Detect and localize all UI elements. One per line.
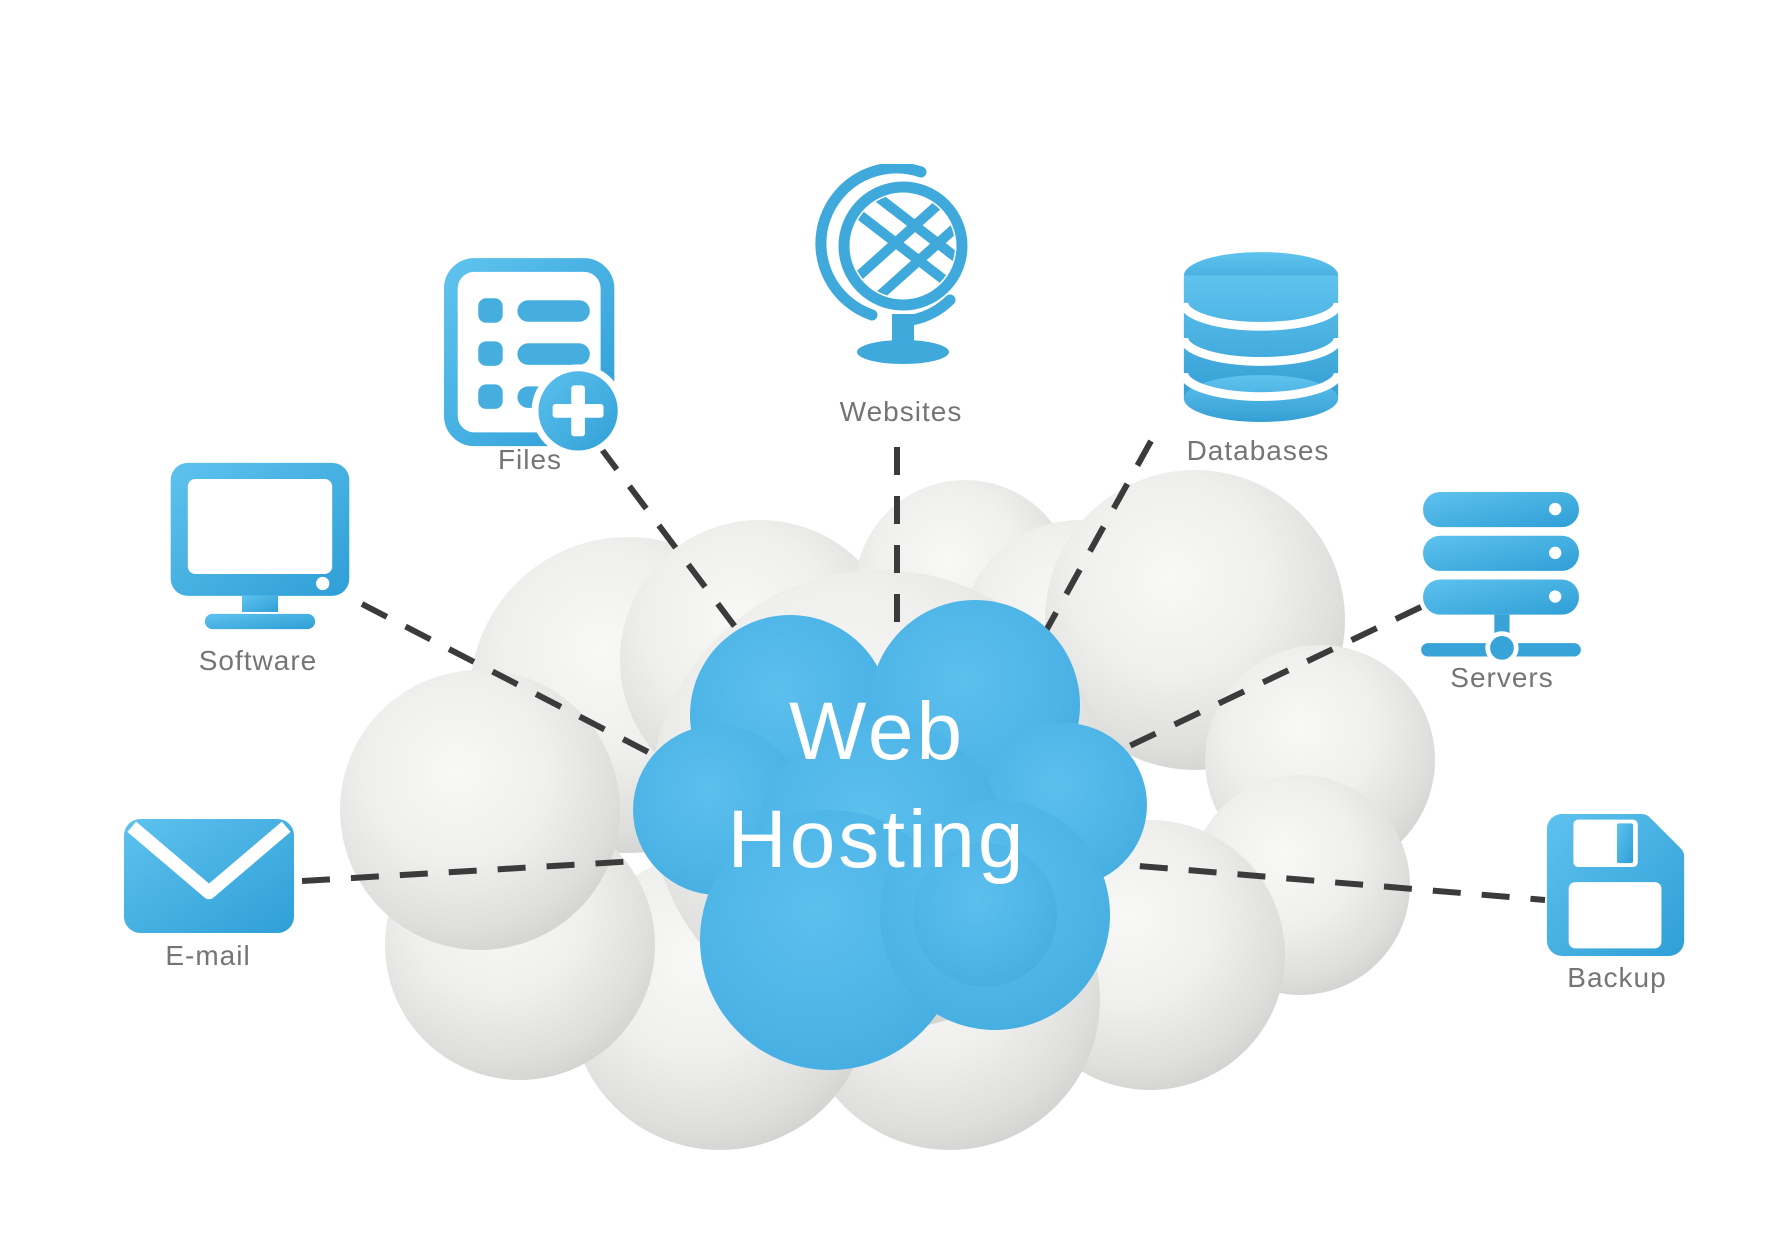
node-websites xyxy=(800,164,985,394)
center-title-line2: Hosting xyxy=(727,794,1027,885)
connector-files xyxy=(597,445,763,662)
node-label-websites: Websites xyxy=(839,396,963,427)
file-list-add-icon xyxy=(443,257,629,458)
node-backup xyxy=(1545,812,1687,956)
connector-servers xyxy=(1117,604,1423,754)
node-servers xyxy=(1420,492,1582,665)
node-label-databases: Databases xyxy=(1186,435,1330,466)
connector-email xyxy=(301,858,638,884)
globe-stand-icon xyxy=(800,164,985,394)
node-files xyxy=(443,257,629,458)
node-software xyxy=(165,457,355,633)
node-label-files: Files xyxy=(497,444,563,475)
gray-cloud-puff xyxy=(340,670,620,950)
node-label-backup: Backup xyxy=(1567,962,1667,993)
database-icon xyxy=(1178,250,1344,426)
server-rack-icon xyxy=(1420,492,1582,665)
node-databases xyxy=(1178,250,1344,426)
center-cloud-title: Web Hosting xyxy=(727,678,1026,894)
node-email xyxy=(124,819,294,933)
blue-cloud-puff xyxy=(913,843,1057,987)
center-title-line1: Web xyxy=(788,686,966,777)
connector-software xyxy=(360,601,652,756)
node-label-software: Software xyxy=(198,645,318,676)
monitor-icon xyxy=(165,457,355,633)
floppy-disk-icon xyxy=(1545,812,1687,956)
connector-databases xyxy=(1034,439,1154,649)
node-label-email: E-mail xyxy=(165,940,251,971)
connector-backup xyxy=(1090,859,1546,903)
node-label-servers: Servers xyxy=(1450,662,1554,693)
envelope-icon xyxy=(124,819,294,933)
